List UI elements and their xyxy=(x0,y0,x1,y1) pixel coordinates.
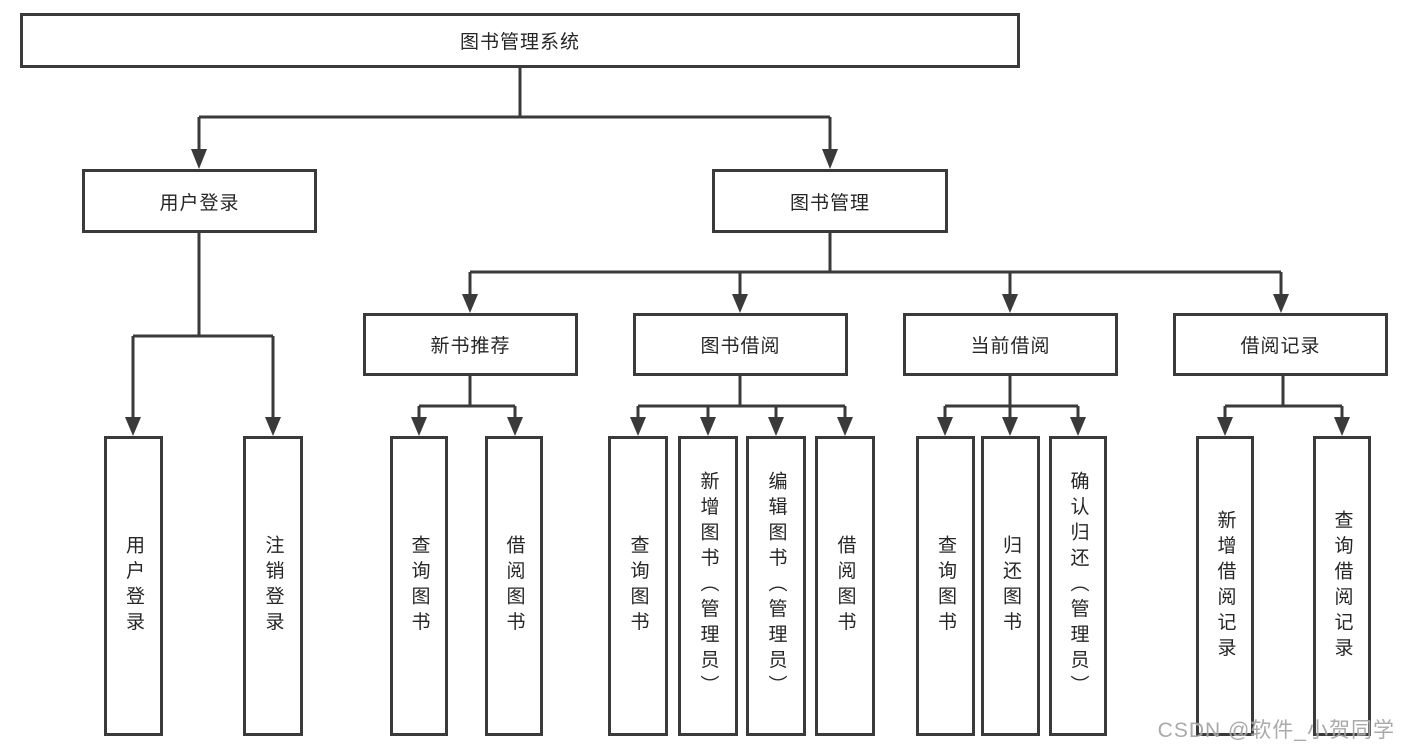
leaf-query-books-recommend-label: 查询图书 xyxy=(408,535,430,637)
leaf-borrow-books-recommend-label: 借阅图书 xyxy=(503,535,525,637)
node-current-borrow: 当前借阅 xyxy=(903,313,1118,376)
leaf-query-books-borrow-label: 查询图书 xyxy=(627,535,649,637)
leaf-query-books-borrow: 查询图书 xyxy=(608,436,668,736)
leaf-return-books-label: 归还图书 xyxy=(1000,535,1021,637)
node-book-management: 图书管理 xyxy=(712,169,948,233)
leaf-logout: 注销登录 xyxy=(243,436,303,736)
leaf-edit-books-admin-label: 编辑图书（管理员） xyxy=(765,471,787,701)
leaf-user-login: 用户登录 xyxy=(104,436,163,736)
leaf-borrow-books-label: 借阅图书 xyxy=(834,535,856,637)
csdn-watermark: CSDN @软件_小贺同学 xyxy=(1157,719,1395,742)
leaf-query-books-current: 查询图书 xyxy=(916,436,975,736)
leaf-query-books-recommend: 查询图书 xyxy=(390,436,448,736)
leaf-confirm-return-admin: 确认归还（管理员） xyxy=(1049,436,1107,736)
leaf-return-books: 归还图书 xyxy=(981,436,1040,736)
node-user-login: 用户登录 xyxy=(82,169,317,233)
leaf-logout-label: 注销登录 xyxy=(262,535,284,637)
node-root-system: 图书管理系统 xyxy=(20,13,1020,68)
leaf-edit-books-admin: 编辑图书（管理员） xyxy=(746,436,806,736)
node-new-book-recommend: 新书推荐 xyxy=(363,313,578,376)
leaf-add-borrow-record-label: 新增借阅记录 xyxy=(1214,509,1236,663)
leaf-add-books-admin-label: 新增图书（管理员） xyxy=(697,471,719,701)
leaf-borrow-books-recommend: 借阅图书 xyxy=(485,436,543,736)
leaf-user-login-label: 用户登录 xyxy=(123,535,144,637)
node-book-borrow: 图书借阅 xyxy=(633,313,848,376)
leaf-query-books-current-label: 查询图书 xyxy=(935,535,956,637)
leaf-confirm-return-admin-label: 确认归还（管理员） xyxy=(1067,471,1089,701)
leaf-add-books-admin: 新增图书（管理员） xyxy=(678,436,738,736)
node-borrow-records: 借阅记录 xyxy=(1173,313,1388,376)
leaf-query-borrow-record-label: 查询借阅记录 xyxy=(1331,509,1353,663)
leaf-query-borrow-record: 查询借阅记录 xyxy=(1313,436,1371,736)
leaf-borrow-books: 借阅图书 xyxy=(815,436,875,736)
leaf-add-borrow-record: 新增借阅记录 xyxy=(1196,436,1254,736)
